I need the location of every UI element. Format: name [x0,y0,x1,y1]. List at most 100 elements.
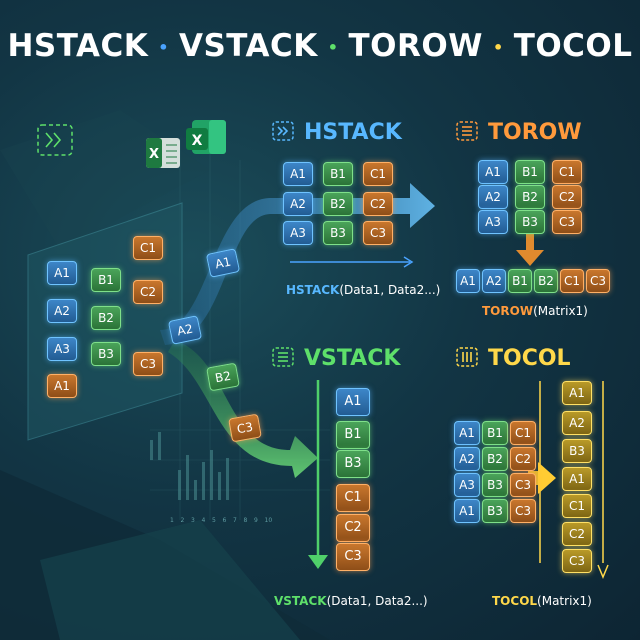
torow-row-cell: A1 [456,269,480,293]
torow-row-cell: C1 [560,269,584,293]
vstack-cell: C1 [336,484,370,512]
axis-tick-label: 7 [233,517,237,524]
tocol-heading: TOCOL [456,346,571,371]
source-cell: A3 [47,337,77,361]
vstack-cell: C3 [336,543,370,571]
torow-grid-cell: C2 [552,185,582,209]
hstack-cell: C3 [363,221,393,245]
torow-row-cell: B2 [534,269,558,293]
title-torow: TOROW [348,28,483,64]
source-cell: A1 [47,374,77,398]
source-cell: C2 [133,280,163,304]
hstack-cell: B2 [323,192,353,216]
title-hstack: HSTACK [7,28,149,64]
torow-row-cell: A2 [482,269,506,293]
tocol-formula-fn: TOCOL [492,594,538,608]
tocol-formula-args: (Matrix1) [537,594,592,608]
vstack-cell: B3 [336,450,370,478]
axis-tick-label: 5 [212,517,216,524]
hstack-cell: C1 [363,162,393,186]
vstack-cell: B1 [336,421,370,449]
hstack-cell: A3 [283,221,313,245]
torow-grid-cell: B2 [515,185,545,209]
torow-formula-args: (Matrix1) [533,304,588,318]
tocol-grid-cell: B3 [482,473,508,497]
torow-row-cell: C3 [586,269,610,293]
tocol-grid-cell: C1 [510,421,536,445]
hstack-cell: B1 [323,162,353,186]
torow-grid-cell: A2 [478,185,508,209]
source-cell: B2 [91,306,121,330]
vstack-heading-text: VSTACK [304,346,401,371]
tocol-column-cell: C3 [562,549,592,573]
source-cell: A2 [47,299,77,323]
hstack-icon [272,121,294,141]
axis-tick-label: 4 [202,517,206,524]
vstack-heading: VSTACK [272,346,400,371]
source-cell: C3 [133,352,163,376]
title-separator: • [158,38,169,57]
torow-formula-fn: TOROW [482,304,534,318]
hstack-cell: C2 [363,192,393,216]
title-tocol: TOCOL [513,28,633,64]
tocol-column-cell: C1 [562,494,592,518]
source-cell: C1 [133,236,163,260]
title-separator: • [492,38,504,57]
hstack-cell: B3 [323,221,353,245]
tocol-grid-cell: A1 [454,421,480,445]
tocol-heading-text: TOCOL [488,346,571,371]
vstack-formula-fn: VSTACK [274,594,327,608]
tocol-grid-cell: B3 [482,499,508,523]
torow-grid-cell: A1 [478,160,508,184]
tocol-formula: TOCOL(Matrix1) [492,594,592,608]
torow-heading-text: TOROW [488,120,582,145]
torow-formula: TOROW(Matrix1) [482,304,588,318]
axis-tick-label: 1 [170,517,174,524]
tocol-column-cell: B3 [562,439,592,463]
torow-grid-cell: B3 [515,210,545,234]
vstack-formula: VSTACK(Data1, Data2...) [274,594,428,608]
tocol-grid-cell: B1 [482,421,508,445]
torow-grid-cell: C3 [552,210,582,234]
torow-heading: TOROW [456,120,582,145]
torow-grid-cell: B1 [515,160,545,184]
tocol-column-cell: A1 [562,381,592,405]
hstack-cell: A1 [283,162,313,186]
torow-grid-cell: A3 [478,210,508,234]
axis-tick-label: 10 [265,517,273,524]
tocol-icon [456,347,478,367]
tocol-grid-cell: C3 [510,499,536,523]
torow-row-cell: B1 [508,269,532,293]
tocol-grid-cell: C2 [510,447,536,471]
vstack-formula-args: (Data1, Data2...) [326,594,428,608]
hstack-formula-args: (Data1, Data2...) [339,283,441,297]
hstack-heading: HSTACK [272,120,402,145]
hstack-formula: HSTACK(Data1, Data2...) [286,283,440,297]
title-vstack: VSTACK [178,28,318,64]
torow-grid-cell: C1 [552,160,582,184]
tocol-grid-cell: A3 [454,473,480,497]
page-title: HSTACK • VSTACK • TOROW • TOCOL [0,28,640,64]
source-cell: B3 [91,342,121,366]
axis-tick-label: 8 [244,517,248,524]
hstack-formula-fn: HSTACK [286,283,340,297]
axis-tick-label: 3 [191,517,195,524]
axis-tick-label: 2 [181,517,185,524]
tocol-grid-cell: B2 [482,447,508,471]
hstack-heading-text: HSTACK [304,120,402,145]
tocol-column-cell: A2 [562,411,592,435]
hstack-cell: A2 [283,192,313,216]
source-cell: A1 [47,261,77,285]
vstack-cell: A1 [336,388,370,416]
tocol-grid-cell: A1 [454,499,480,523]
torow-icon [456,121,478,141]
tocol-grid-cell: A2 [454,447,480,471]
axis-tick-label: 6 [223,517,227,524]
tocol-grid-cell: C3 [510,473,536,497]
axis-tick-label: 9 [254,517,258,524]
source-cell: B1 [91,268,121,292]
tocol-column-cell: C2 [562,522,592,546]
title-separator: • [327,38,339,57]
